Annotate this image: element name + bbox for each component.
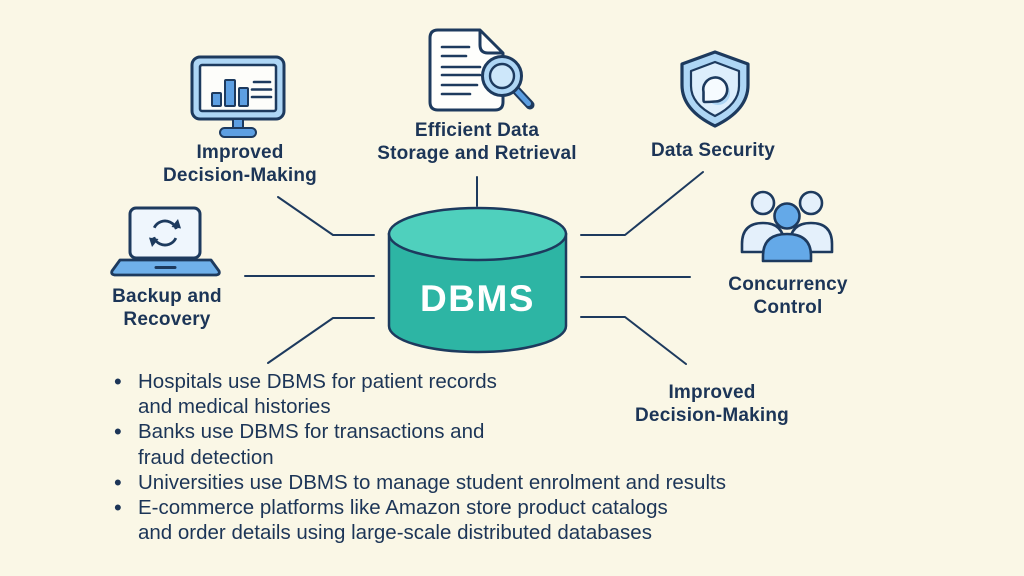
label-data-security: Data Security — [650, 140, 776, 161]
monitor-bar-chart-icon — [190, 55, 286, 138]
label-efficient-data-storage: Efficient Data Storage and Retrieval — [377, 120, 577, 164]
use-case-ecommerce: E-commerce platforms like Amazon store p… — [110, 495, 870, 545]
dbms-label: DBMS — [420, 278, 535, 319]
label-backup-and-recovery: Backup and Recovery — [112, 286, 222, 330]
label-improved-decision-making-top: Improved Decision-Making — [163, 142, 317, 186]
database-cylinder-icon — [387, 206, 568, 354]
document-magnifier-icon — [428, 28, 535, 112]
connector-bottom-left — [267, 317, 375, 364]
label-concurrency-control: Concurrency Control — [728, 274, 848, 318]
laptop-sync-icon — [110, 206, 221, 277]
use-case-hospitals: Hospitals use DBMS for patient records a… — [110, 369, 870, 419]
connector-top-right — [580, 171, 704, 236]
people-group-icon — [740, 190, 834, 263]
connector-bottom-right — [580, 316, 687, 365]
use-case-banks: Banks use DBMS for transactions and frau… — [110, 419, 870, 469]
shield-icon — [680, 50, 750, 128]
use-case-universities: Universities use DBMS to manage student … — [110, 470, 870, 495]
use-case-list: Hospitals use DBMS for patient records a… — [110, 369, 870, 545]
connector-top-left — [277, 196, 375, 236]
